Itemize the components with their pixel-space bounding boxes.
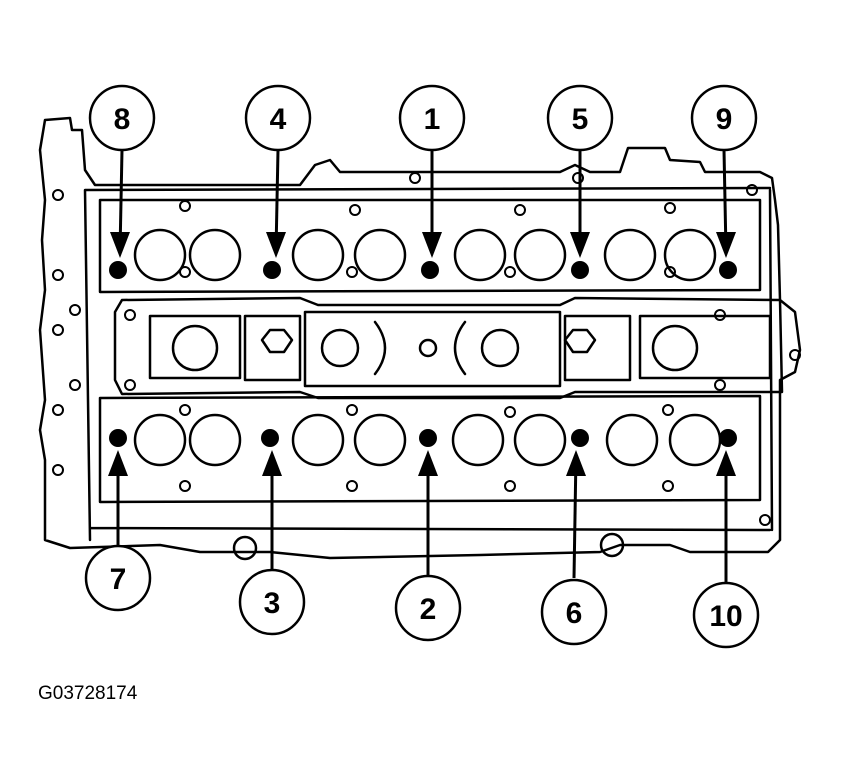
cylinder-head-bolts	[109, 261, 737, 447]
callout-label: 5	[572, 103, 589, 136]
gasket-inner-left	[148, 314, 242, 380]
callout-bolt-6: 6	[540, 450, 608, 646]
callout-label: 3	[264, 587, 281, 620]
spark-plug-well	[480, 328, 520, 368]
callout-label: 4	[270, 103, 287, 136]
callout-bolt-2: 2	[394, 450, 462, 642]
spark-plug-well	[171, 324, 219, 372]
callout-bolt-9: 9	[690, 84, 758, 258]
center-gasket-plate	[113, 296, 784, 400]
callout-bolt-3: 3	[238, 450, 306, 636]
upper-camshaft	[133, 228, 717, 282]
lower-cam-rail	[98, 394, 762, 504]
gasket-inner-mid-left	[243, 314, 302, 382]
callout-bolt-1: 1	[398, 84, 466, 258]
callout-label: 8	[114, 103, 131, 136]
spark-plug-well	[320, 328, 360, 368]
upper-cam-rail	[98, 198, 762, 294]
callout-label: 10	[709, 600, 742, 633]
callout-bolt-8: 8	[88, 84, 156, 258]
cylinder-head-inner-edge	[83, 186, 774, 542]
casting-bolt-holes	[52, 172, 801, 526]
callout-label: 7	[110, 563, 127, 596]
lower-camshaft	[133, 413, 722, 467]
gasket-arc	[373, 320, 467, 376]
callout-bolt-5: 5	[546, 84, 614, 258]
callout-label: 6	[566, 597, 583, 630]
callout-label: 9	[716, 103, 733, 136]
hex-bolt	[563, 328, 597, 354]
callout-label: 1	[424, 103, 441, 136]
casting-stud	[599, 532, 625, 558]
callout-bolt-4: 4	[244, 84, 312, 258]
callout-label: 2	[420, 593, 437, 626]
figure-code: G03728174	[38, 683, 138, 704]
cylinder-head-outline	[38, 116, 802, 560]
casting-stud	[232, 535, 258, 561]
center-gasket-inner	[303, 310, 562, 388]
gasket-inner-mid-right	[563, 314, 632, 382]
hex-bolt	[260, 328, 294, 354]
center-bolt	[418, 338, 438, 358]
gasket-inner-right	[638, 314, 772, 380]
callout-bolt-7: 7	[84, 450, 152, 612]
callout-bolt-10: 10	[692, 450, 760, 649]
spark-plug-well	[651, 324, 699, 372]
